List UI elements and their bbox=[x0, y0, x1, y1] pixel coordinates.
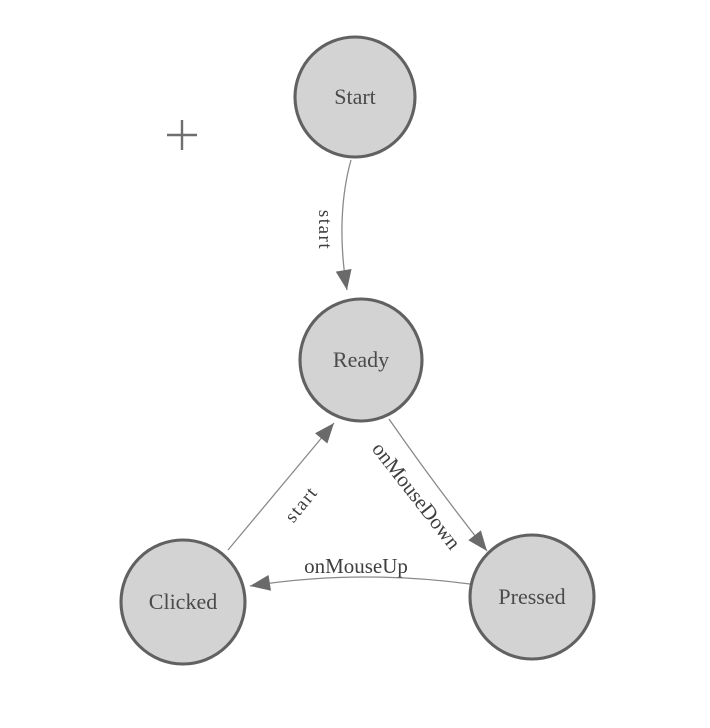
transition-path-ready-pressed[interactable] bbox=[388, 418, 488, 552]
state-circle bbox=[468, 533, 596, 661]
transition-label: start bbox=[281, 482, 323, 526]
node-label: Pressed bbox=[498, 584, 565, 609]
node-label: Start bbox=[334, 84, 376, 109]
state-circle bbox=[119, 538, 247, 666]
edge-ready-to-pressed: onMouseDown bbox=[367, 418, 488, 554]
node-label: Clicked bbox=[149, 589, 217, 614]
transition-path-pressed-clicked[interactable] bbox=[249, 574, 471, 591]
crosshair-plus-icon bbox=[167, 120, 197, 150]
edge-start-to-ready: start bbox=[314, 159, 352, 291]
transition-path-clicked-ready[interactable] bbox=[227, 422, 335, 551]
transition-path-start-ready[interactable] bbox=[335, 159, 352, 291]
node-pressed[interactable]: Pressed bbox=[468, 533, 596, 661]
node-start[interactable]: Start bbox=[293, 35, 417, 159]
edge-clicked-to-ready: start bbox=[227, 422, 335, 551]
node-label: Ready bbox=[333, 347, 389, 372]
state-circle bbox=[298, 297, 424, 423]
transition-label: onMouseDown bbox=[367, 437, 466, 554]
transition-label: onMouseUp bbox=[304, 554, 408, 578]
node-ready[interactable]: Ready bbox=[298, 297, 424, 423]
state-circle bbox=[293, 35, 417, 159]
node-clicked[interactable]: Clicked bbox=[119, 538, 247, 666]
edge-pressed-to-clicked: onMouseUp bbox=[249, 554, 471, 591]
transition-label: start bbox=[314, 210, 335, 250]
